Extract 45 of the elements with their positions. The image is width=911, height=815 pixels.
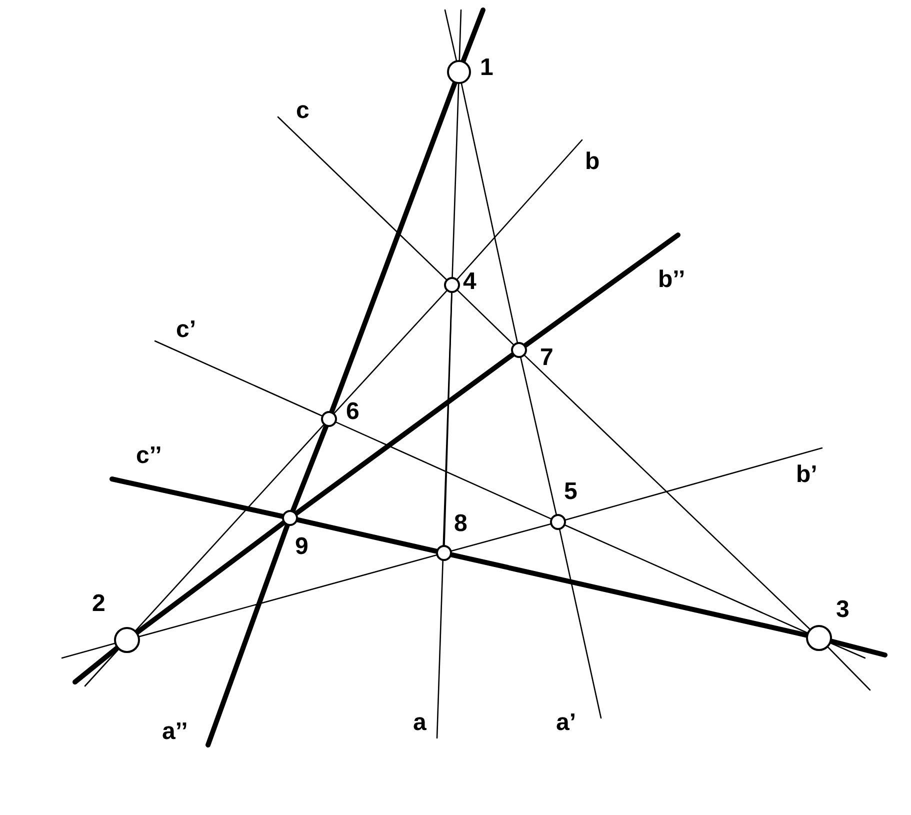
line-segment	[329, 80, 458, 414]
line-segment	[449, 552, 809, 638]
line-name: a’’	[162, 720, 188, 744]
point-marker	[321, 411, 337, 427]
line-segment	[457, 290, 514, 346]
point-number: 9	[295, 535, 308, 559]
line-name: a	[413, 711, 426, 735]
point-number: 7	[540, 346, 554, 370]
point-marker	[806, 625, 832, 651]
point-number: 8	[454, 512, 468, 536]
line-segment	[451, 523, 551, 552]
line-name: c’	[176, 318, 196, 342]
line-segment	[524, 354, 810, 630]
line-name: b’’	[658, 268, 686, 292]
line-segment	[520, 357, 557, 515]
point-number: 3	[836, 598, 850, 622]
line-segment	[134, 520, 286, 635]
point-marker	[550, 514, 566, 530]
point-marker	[447, 60, 471, 84]
point-number: 6	[346, 400, 360, 424]
point-marker	[282, 510, 298, 526]
point-number: 4	[463, 270, 476, 294]
line-segment	[452, 83, 460, 278]
line-segment	[444, 292, 452, 546]
line-segment	[460, 83, 518, 343]
line-segment	[564, 524, 808, 634]
point-number: 2	[92, 592, 106, 616]
line-segment	[290, 424, 329, 514]
line-segment	[336, 422, 552, 520]
point-marker	[436, 545, 452, 561]
line-name: c	[296, 99, 310, 123]
line-name: b	[585, 150, 600, 174]
line-name: b’	[796, 463, 818, 487]
point-marker	[114, 627, 140, 653]
line-segment	[138, 554, 437, 638]
point-marker	[511, 342, 527, 358]
line-segment	[294, 352, 516, 516]
line-segment	[334, 290, 448, 414]
line-segment	[295, 517, 439, 554]
line-name: c’’	[136, 444, 162, 468]
point-marker	[444, 277, 460, 293]
line-name: a’	[556, 711, 576, 735]
point-number: 1	[480, 56, 494, 80]
point-number: 5	[564, 480, 578, 504]
line-segment	[135, 424, 324, 632]
